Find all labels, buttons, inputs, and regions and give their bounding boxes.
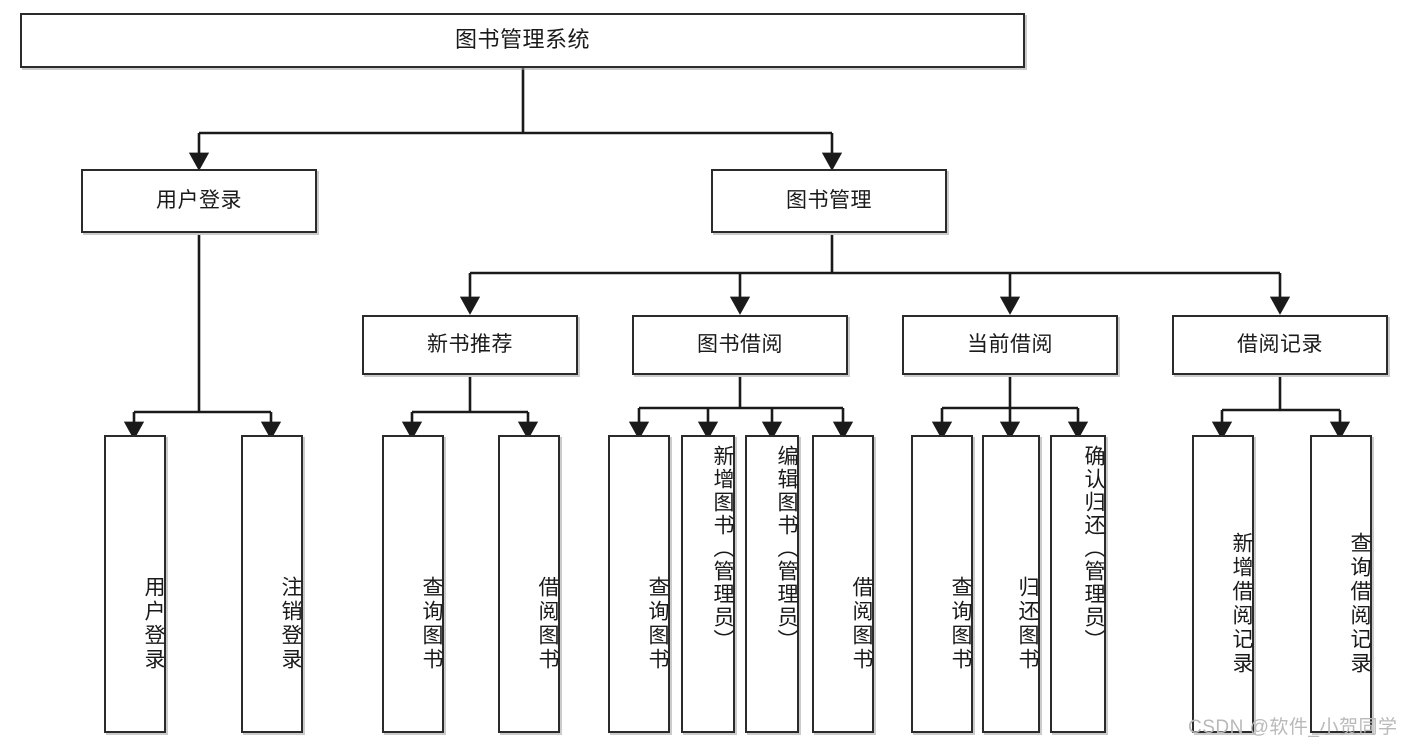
leaf-query-book-3[interactable]: 查询图书 xyxy=(911,435,973,733)
leaf-confirm-return[interactable]: 确认归还（管理员） xyxy=(1050,435,1106,733)
node-book-management[interactable]: 图书管理 xyxy=(711,169,947,233)
leaf-logout-login[interactable]: 注销登录 xyxy=(241,435,303,733)
node-new-book-recommend[interactable]: 新书推荐 xyxy=(362,315,578,375)
leaf-query-book-2[interactable]: 查询图书 xyxy=(608,435,670,733)
leaf-query-record[interactable]: 查询借阅记录 xyxy=(1310,435,1372,733)
csdn-watermark: CSDN @软件_小贺同学 xyxy=(1188,717,1398,738)
leaf-borrow-book-1[interactable]: 借阅图书 xyxy=(498,435,560,733)
leaf-edit-book[interactable]: 编辑图书（管理员） xyxy=(745,435,799,733)
leaf-borrow-book-2[interactable]: 借阅图书 xyxy=(812,435,874,733)
node-borrow-record[interactable]: 借阅记录 xyxy=(1172,315,1388,375)
leaf-user-login[interactable]: 用户登录 xyxy=(104,435,166,733)
node-root-system[interactable]: 图书管理系统 xyxy=(20,13,1025,68)
leaf-add-book[interactable]: 新增图书（管理员） xyxy=(681,435,735,733)
node-current-borrow[interactable]: 当前借阅 xyxy=(902,315,1118,375)
leaf-query-book-1[interactable]: 查询图书 xyxy=(382,435,444,733)
leaf-add-record[interactable]: 新增借阅记录 xyxy=(1192,435,1254,733)
node-user-login[interactable]: 用户登录 xyxy=(81,169,317,233)
leaf-return-book[interactable]: 归还图书 xyxy=(982,435,1040,733)
node-book-borrow[interactable]: 图书借阅 xyxy=(632,315,848,375)
